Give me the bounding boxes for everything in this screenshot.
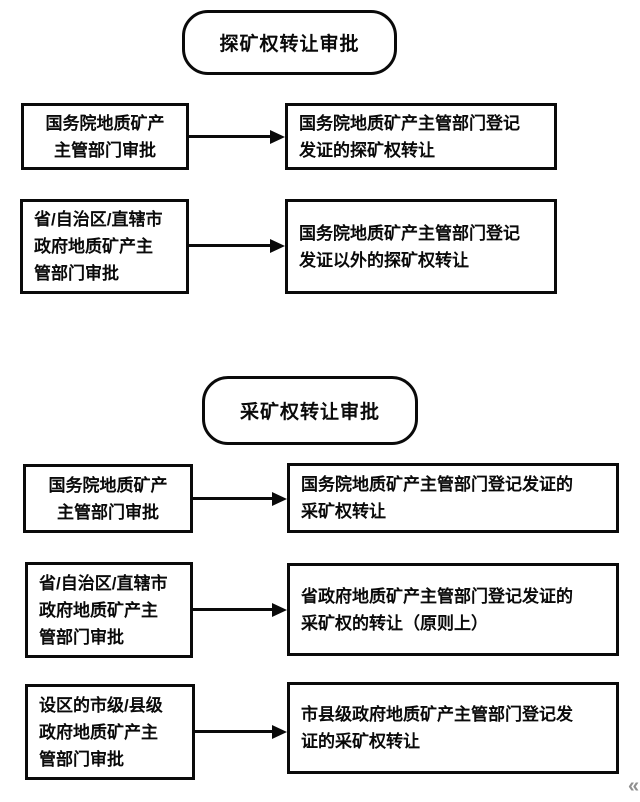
flow-box-exploration-provincial-approval: 省/自治区/直辖市 政府地质矿产主 管部门审批 <box>20 199 189 294</box>
flow-box-label: 国务院地质矿产 主管部门审批 <box>45 113 165 160</box>
flow-box-label: 市县级政府地质矿产主管部门登记发 证的采矿权转让 <box>301 705 573 751</box>
section-title-mining-transfer: 采矿权转让审批 <box>202 376 418 445</box>
arrow-head-icon <box>270 239 285 253</box>
flow-box-exploration-state-council-approval: 国务院地质矿产 主管部门审批 <box>21 103 189 170</box>
flow-box-label: 国务院地质矿产主管部门登记发证的 采矿权转让 <box>301 475 573 521</box>
flow-box-exploration-provincial-scope: 国务院地质矿产主管部门登记 发证以外的探矿权转让 <box>285 199 557 294</box>
flow-box-mining-state-council-approval: 国务院地质矿产 主管部门审批 <box>23 464 193 533</box>
left-guillemet-icon: « <box>628 775 640 797</box>
flow-box-exploration-state-council-scope: 国务院地质矿产主管部门登记 发证的探矿权转让 <box>285 103 557 170</box>
flow-box-label: 国务院地质矿产主管部门登记 发证的探矿权转让 <box>299 113 520 160</box>
arrow-line <box>193 608 273 611</box>
arrow-head-icon <box>270 130 285 144</box>
flow-box-label: 国务院地质矿产主管部门登记 发证以外的探矿权转让 <box>299 223 520 270</box>
flow-box-label: 国务院地质矿产 主管部门审批 <box>48 475 168 522</box>
flow-box-mining-provincial-scope: 省政府地质矿产主管部门登记发证的 采矿权的转让（原则上） <box>287 563 619 656</box>
arrow-line <box>195 730 273 733</box>
flow-box-mining-provincial-approval: 省/自治区/直辖市 政府地质矿产主 管部门审批 <box>25 562 193 658</box>
arrow-head-icon <box>272 492 287 506</box>
arrow-line <box>189 244 271 247</box>
flow-box-mining-city-county-scope: 市县级政府地质矿产主管部门登记发 证的采矿权转让 <box>287 682 619 774</box>
section-title-exploration-transfer: 探矿权转让审批 <box>182 10 397 75</box>
flow-box-mining-state-council-scope: 国务院地质矿产主管部门登记发证的 采矿权转让 <box>287 463 619 533</box>
arrow-head-icon <box>272 725 287 739</box>
section-title-label: 探矿权转让审批 <box>219 34 360 55</box>
arrow-line <box>189 135 271 138</box>
flow-box-label: 设区的市级/县级 政府地质矿产主 管部门审批 <box>39 695 163 769</box>
flow-box-label: 省/自治区/直辖市 政府地质矿产主 管部门审批 <box>34 210 163 283</box>
arrow-line <box>193 497 273 500</box>
arrow-head-icon <box>272 603 287 617</box>
flow-box-label: 省政府地质矿产主管部门登记发证的 采矿权的转让（原则上） <box>301 586 573 633</box>
section-title-label: 采矿权转让审批 <box>239 402 380 423</box>
flow-box-label: 省/自治区/直辖市 政府地质矿产主 管部门审批 <box>39 573 168 647</box>
flow-box-mining-city-county-approval: 设区的市级/县级 政府地质矿产主 管部门审批 <box>25 684 195 780</box>
